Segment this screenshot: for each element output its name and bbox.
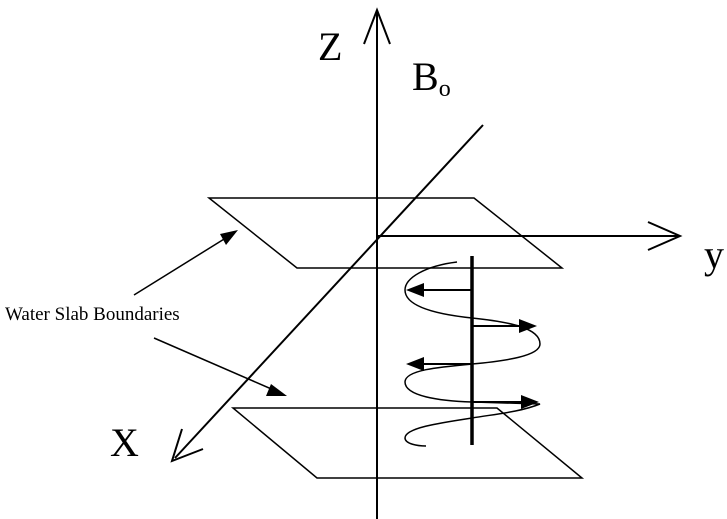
- field-label-main: B: [412, 54, 439, 99]
- callout-arrow-bottom: [153, 337, 287, 396]
- x-axis: [170, 124, 484, 463]
- y-axis: [377, 221, 683, 251]
- z-axis-label: Z: [318, 24, 342, 69]
- bottom-slab-boundary: [230, 407, 585, 479]
- field-arrow-4: [472, 395, 539, 409]
- water-slab-boundaries-label: Water Slab Boundaries: [5, 304, 180, 325]
- x-axis-label: X: [110, 420, 139, 465]
- sine-wave: [404, 261, 541, 447]
- field-arrow-3: [406, 357, 472, 371]
- field-label-subscript: o: [439, 76, 451, 102]
- z-axis: [363, 7, 391, 519]
- field-arrow-1: [406, 283, 472, 297]
- callout-arrow-top: [133, 230, 238, 296]
- y-axis-label: y: [704, 232, 724, 277]
- field-arrow-2: [472, 319, 537, 333]
- field-label: Bo: [412, 54, 451, 102]
- top-slab-boundary: [206, 197, 565, 269]
- field-vectors: [406, 283, 539, 409]
